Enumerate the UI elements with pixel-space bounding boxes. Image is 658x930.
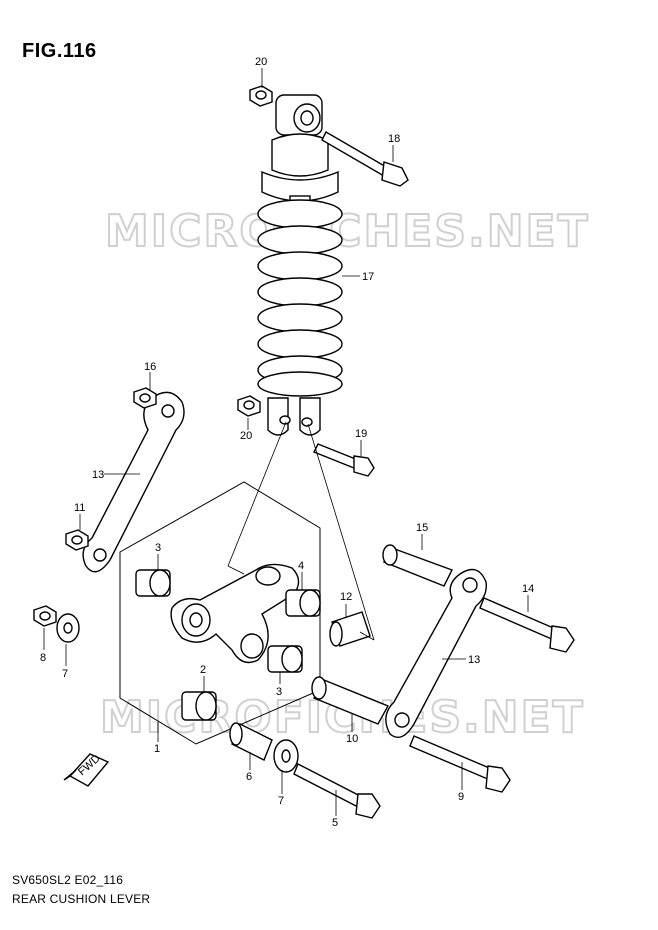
callout-3-upper: 3 — [155, 542, 161, 554]
nut-20-lower — [237, 395, 261, 417]
callout-14: 14 — [522, 583, 534, 595]
figure-name: REAR CUSHION LEVER — [12, 892, 151, 906]
cushion-lever — [170, 563, 300, 664]
spacer-12 — [329, 611, 371, 647]
callout-7-right: 7 — [278, 795, 284, 807]
nut-11 — [65, 529, 89, 551]
callout-numbers: 20 18 17 16 20 19 13 11 3 4 12 15 14 8 7… — [40, 56, 534, 829]
washer-7-right — [273, 739, 299, 773]
spacer-10 — [311, 676, 389, 725]
callout-6: 6 — [246, 771, 252, 783]
nut-20-top — [249, 85, 273, 107]
callout-7-left: 7 — [62, 668, 68, 680]
callout-20-top: 20 — [255, 56, 267, 68]
callout-1: 1 — [154, 743, 160, 755]
connector-shock-lever — [227, 421, 287, 567]
spacer-6 — [229, 722, 273, 761]
connector-shock-spacer — [307, 423, 375, 641]
callout-8: 8 — [40, 652, 46, 664]
spacer-15 — [382, 544, 453, 587]
callout-13-left: 13 — [92, 469, 104, 481]
bolt-19 — [313, 443, 375, 477]
bolt-14 — [479, 597, 575, 653]
callout-12: 12 — [340, 591, 352, 603]
bearing-4 — [285, 589, 321, 617]
bearing-2 — [181, 691, 217, 721]
cushion-rod-left — [82, 391, 185, 573]
leader-lines — [43, 68, 529, 816]
bolt-5 — [293, 763, 381, 819]
nut-8 — [33, 605, 57, 627]
coil-spring — [257, 199, 343, 397]
callout-2: 2 — [200, 664, 206, 676]
callout-13-right: 13 — [468, 654, 480, 666]
rear-shock-absorber — [257, 94, 343, 436]
callout-9: 9 — [458, 791, 464, 803]
bearing-3-upper — [135, 569, 171, 597]
callout-11: 11 — [74, 502, 85, 514]
callout-4: 4 — [298, 560, 304, 572]
forward-arrow-icon: FWD — [63, 753, 110, 787]
bolt-18 — [321, 131, 409, 187]
cushion-rod-right — [385, 568, 487, 738]
callout-20-lower: 20 — [240, 430, 252, 442]
bolt-9 — [409, 735, 511, 793]
watermark-top: MICROFICHES.NET — [105, 206, 590, 257]
callout-18: 18 — [388, 133, 400, 145]
callout-3-lower: 3 — [276, 686, 282, 698]
callout-5: 5 — [332, 817, 338, 829]
callout-15: 15 — [416, 522, 428, 534]
nut-16 — [133, 387, 157, 409]
bearing-3-lower — [267, 645, 303, 673]
callout-10: 10 — [346, 733, 358, 745]
callout-16: 16 — [144, 361, 156, 373]
callout-19: 19 — [355, 428, 367, 440]
figure-title: FIG.116 — [22, 40, 97, 62]
washer-7-left — [56, 613, 80, 643]
callout-17: 17 — [362, 271, 374, 283]
figure-code: SV650SL2 E02_116 — [12, 873, 124, 887]
